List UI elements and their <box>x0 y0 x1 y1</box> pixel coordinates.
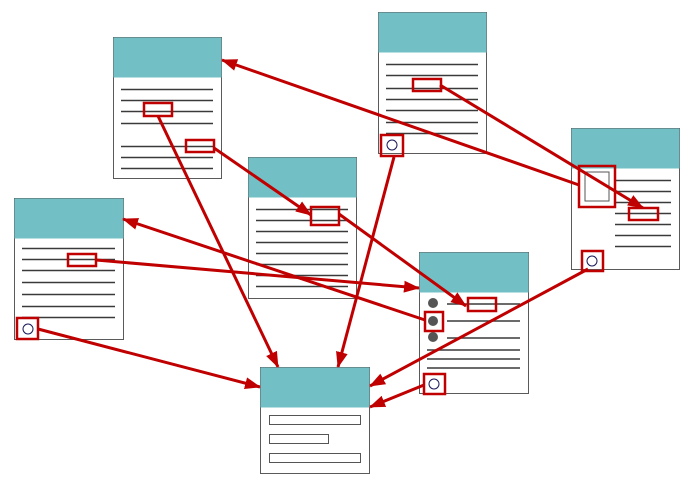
link-anchor <box>423 310 445 333</box>
page-e-header-band <box>571 128 680 169</box>
bullet-dot <box>428 332 438 342</box>
page-g-card <box>260 367 370 474</box>
page-a-card <box>113 37 222 179</box>
page-a-header-band <box>113 37 222 78</box>
circle-icon <box>386 139 398 151</box>
page-g-header-band <box>260 367 370 408</box>
link-arrow <box>156 115 280 368</box>
link-arrow <box>213 146 312 217</box>
link-anchor <box>422 372 447 396</box>
form-field-bar <box>269 434 329 444</box>
circle-icon <box>586 255 598 267</box>
link-arrow <box>95 258 420 293</box>
circle-icon <box>22 323 34 335</box>
page-d-header-band <box>14 198 124 239</box>
page-f-header-band <box>419 252 529 293</box>
link-arrow <box>37 327 261 390</box>
link-arrow <box>336 156 396 368</box>
link-arrow <box>369 383 425 409</box>
link-anchor <box>184 138 216 154</box>
page-b-card <box>378 12 487 154</box>
links-layer <box>15 58 660 409</box>
page-b-header-band <box>378 12 487 53</box>
link-anchor <box>466 296 498 313</box>
circle-icon <box>428 378 440 390</box>
page-c-header-band <box>248 157 357 198</box>
pages-layer <box>14 12 680 474</box>
form-field-bar <box>269 415 361 425</box>
form-field-bar <box>269 453 361 463</box>
link-anchor <box>15 316 40 341</box>
link-anchor <box>379 133 405 158</box>
page-d-card <box>14 198 124 340</box>
link-arrow <box>122 217 426 322</box>
bullet-dot <box>428 316 438 326</box>
link-anchor <box>577 164 617 209</box>
link-anchor <box>580 249 605 273</box>
bullet-dot <box>428 298 438 308</box>
link-arrow <box>221 58 580 187</box>
page-f-card <box>419 252 529 394</box>
link-arrow <box>338 212 467 308</box>
link-arrow <box>369 267 589 388</box>
link-arrow <box>439 83 644 210</box>
link-anchor <box>309 205 341 227</box>
